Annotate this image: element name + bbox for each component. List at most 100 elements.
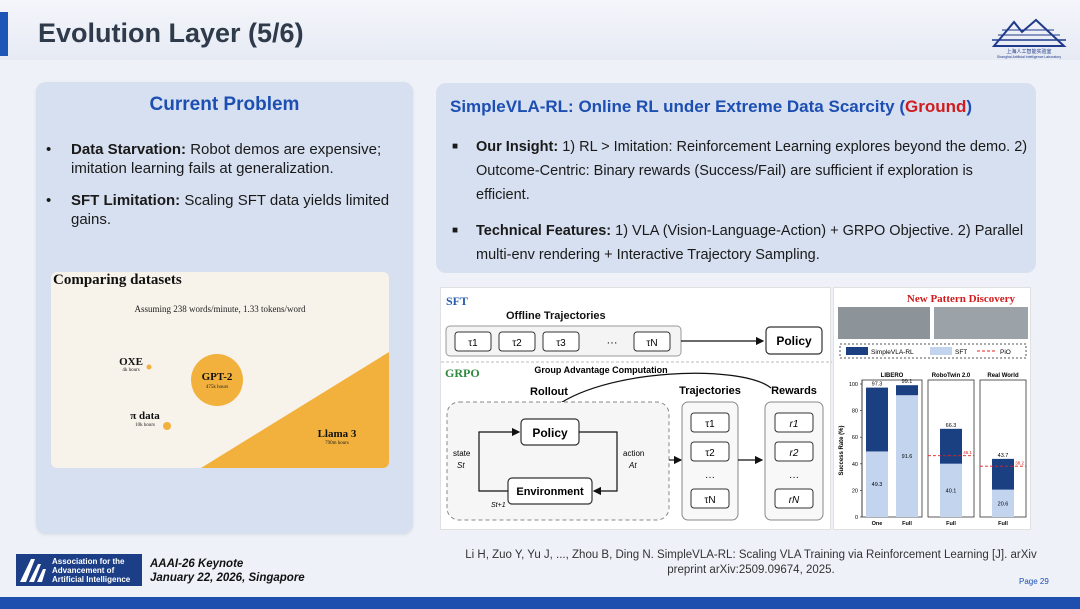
success-rate-chart: New Pattern Discovery SimpleVLA-RL SFT P… [833, 287, 1031, 530]
figure-title: Comparing datasets [53, 272, 182, 288]
bar-label-sft: 20.6 [998, 501, 1009, 507]
pi0-label: 38.2 [1015, 461, 1024, 466]
chart-title: New Pattern Discovery [907, 293, 1016, 305]
reward-item-2: r2 [790, 448, 799, 459]
state-symbol: St [457, 461, 465, 470]
simplevla-title: SimpleVLA-RL: Online RL under Extreme Da… [450, 97, 973, 116]
oxe-label: OXE [119, 356, 143, 368]
x-tick-label: Full [946, 521, 956, 527]
environment-label: Environment [516, 486, 584, 498]
gpt2-sub: 475k hours [205, 385, 229, 390]
comparing-datasets-figure: Comparing datasets Assuming 238 words/mi… [51, 272, 389, 468]
aaai-logo: Association for the Advancement of Artif… [16, 554, 142, 586]
group-adv-label: Group Advantage Computation [534, 365, 667, 375]
y-tick-label: 80 [852, 409, 858, 415]
legend-swatch-simplevla [846, 347, 868, 355]
sft-grpo-diagram: SFT Offline Trajectories τ1 τ2 τ3 ··· τN… [440, 287, 832, 530]
robot-photo-1 [838, 307, 930, 339]
legend-pi0: PiO [1000, 349, 1011, 356]
bar-label-sft: 49.3 [872, 482, 883, 488]
list-item: •Data Starvation: Robot demos are expens… [46, 141, 382, 177]
action-symbol: At [628, 461, 637, 470]
pi0-label: 46.1 [963, 450, 972, 455]
bar-label-sft: 91.6 [902, 454, 913, 460]
grpo-label: GRPO [445, 366, 480, 380]
legend-sft: SFT [955, 349, 967, 356]
bar-label-simplevla: 99.1 [902, 379, 913, 385]
traj-item-n: τN [704, 495, 715, 506]
state-label: state [453, 449, 471, 458]
logo-text: 上海人工智能实验室 [1006, 49, 1052, 55]
header-bar: Evolution Layer (5/6) [0, 0, 1080, 60]
footer-bar [0, 597, 1080, 609]
aaai-icon [20, 559, 46, 582]
offline-tau-3: τ3 [556, 338, 566, 349]
group-label: LIBERO [881, 373, 904, 379]
bar-label-simplevla: 66.3 [946, 423, 957, 429]
bar-sft [896, 395, 918, 517]
bullet-head: Our Insight: [476, 139, 559, 155]
rollout-label: Rollout [530, 386, 568, 398]
gpt2-label: GPT-2 [201, 371, 233, 383]
y-tick-label: 60 [852, 435, 858, 441]
list-item: •SFT Limitation: Scaling SFT data yields… [46, 192, 390, 228]
llama3-sub: 790m hours [325, 441, 349, 446]
logo-subtext: Shanghai Artificial Intelligence Laborat… [996, 55, 1062, 59]
y-axis-label: Success Rate (%) [839, 425, 845, 475]
lab-logo-icon [991, 18, 1067, 47]
citation: Li H, Zuo Y, Yu J, ..., Zhou B, Ding N. … [465, 549, 1037, 576]
bullet-head: SFT Limitation: [71, 192, 181, 209]
bullet-body: 1) RL > Imitation: Reinforcement Learnin… [476, 139, 1028, 203]
chart-panel [861, 379, 923, 518]
robot-photo-2 [934, 307, 1028, 339]
y-tick-label: 0 [855, 515, 858, 521]
y-tick-label: 20 [852, 488, 858, 494]
trajectories-label: Trajectories [679, 385, 741, 397]
action-label: action [623, 449, 644, 458]
problem-list: •Data Starvation: Robot demos are expens… [46, 140, 406, 242]
rewards-label: Rewards [771, 385, 817, 397]
x-tick-label: Full [998, 521, 1008, 527]
legend-swatch-sft [930, 347, 952, 355]
traj-item-1: τ1 [705, 419, 715, 430]
bar-sft [866, 451, 888, 517]
bar-label-simplevla: 97.3 [872, 382, 883, 388]
bullet-head: Technical Features: [476, 223, 612, 239]
bar-label-simplevla: 43.7 [998, 453, 1009, 459]
oxe-dot [146, 364, 152, 370]
traj-item-2: τ2 [705, 448, 715, 459]
oxe-sub: 4k hours [122, 368, 140, 373]
figure-subtitle: Assuming 238 words/minute, 1.33 tokens/w… [134, 304, 306, 314]
header-accent [0, 12, 8, 56]
lab-logo: 上海人工智能实验室 Shanghai Artificial Intelligen… [988, 18, 1070, 62]
bar-sft [992, 489, 1014, 517]
reward-item-1: r1 [790, 419, 799, 430]
group-label: RoboTwin 2.0 [932, 373, 971, 379]
policy-box-sft [765, 326, 823, 355]
list-item: ■Technical Features: 1) VLA (Vision-Lang… [450, 219, 1030, 267]
llama3-triangle [201, 352, 389, 468]
event-date: January 22, 2026, Singapore [150, 572, 305, 584]
diagram-svg: SFT Offline Trajectories τ1 τ2 τ3 ··· τN… [441, 294, 832, 521]
page-number: Page 29 [1019, 577, 1049, 586]
bullet-head: Data Starvation: [71, 141, 187, 158]
list-item: ■ Our Insight: 1) RL > Imitation: Reinfor… [450, 135, 1030, 207]
policy-label-grpo: Policy [532, 426, 568, 440]
y-tick-label: 40 [852, 462, 858, 468]
chart-svg: New Pattern Discovery SimpleVLA-RL SFT P… [838, 293, 1028, 527]
square-bullet-icon: ■ [452, 141, 459, 152]
x-tick-label: One [872, 521, 883, 527]
dataset-shapes [146, 352, 389, 468]
sft-label: SFT [446, 294, 468, 308]
simplevla-card: SimpleVLA-RL: Online RL under Extreme Da… [436, 83, 1036, 273]
x-tick-label: Full [902, 521, 912, 527]
traj-ellipsis: ··· [705, 472, 715, 483]
pi-data-sub: 10k hours [135, 423, 155, 428]
offline-tau-2: τ2 [512, 338, 522, 349]
pi-data-label: π data [130, 410, 160, 422]
offline-tau-n: τN [646, 338, 657, 349]
reward-ellipsis: ··· [789, 472, 799, 483]
pi-data-dot [163, 422, 171, 430]
bar-label-sft: 40.1 [946, 488, 957, 494]
